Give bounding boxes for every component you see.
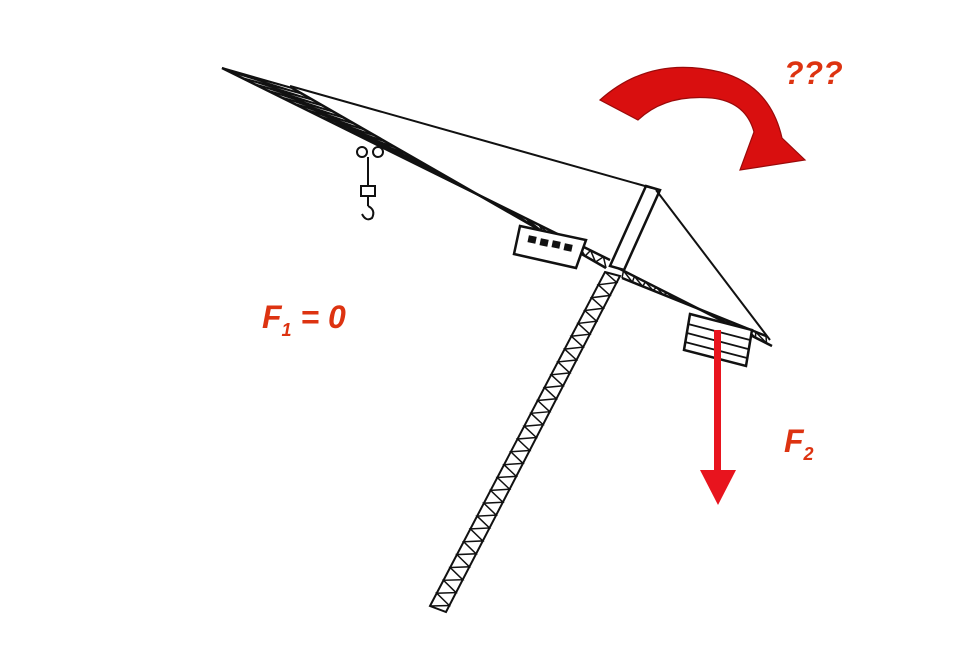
f1-sub: 1 bbox=[282, 320, 292, 340]
force-arrow-down-icon bbox=[700, 330, 736, 505]
f1-main: F bbox=[262, 299, 283, 335]
f2-label: F2 bbox=[784, 423, 814, 464]
f1-label: F1 = 0 bbox=[262, 299, 346, 340]
f2-main: F bbox=[784, 423, 805, 459]
f1-rest: = 0 bbox=[292, 299, 346, 335]
operator-cab bbox=[512, 224, 588, 270]
crane-mast bbox=[428, 270, 622, 614]
question-label: ??? bbox=[784, 55, 843, 91]
crane-tower-head bbox=[289, 85, 771, 341]
curved-moment-arrow-icon bbox=[598, 66, 807, 171]
f2-sub: 2 bbox=[803, 444, 814, 464]
trolley-hook bbox=[356, 146, 384, 221]
